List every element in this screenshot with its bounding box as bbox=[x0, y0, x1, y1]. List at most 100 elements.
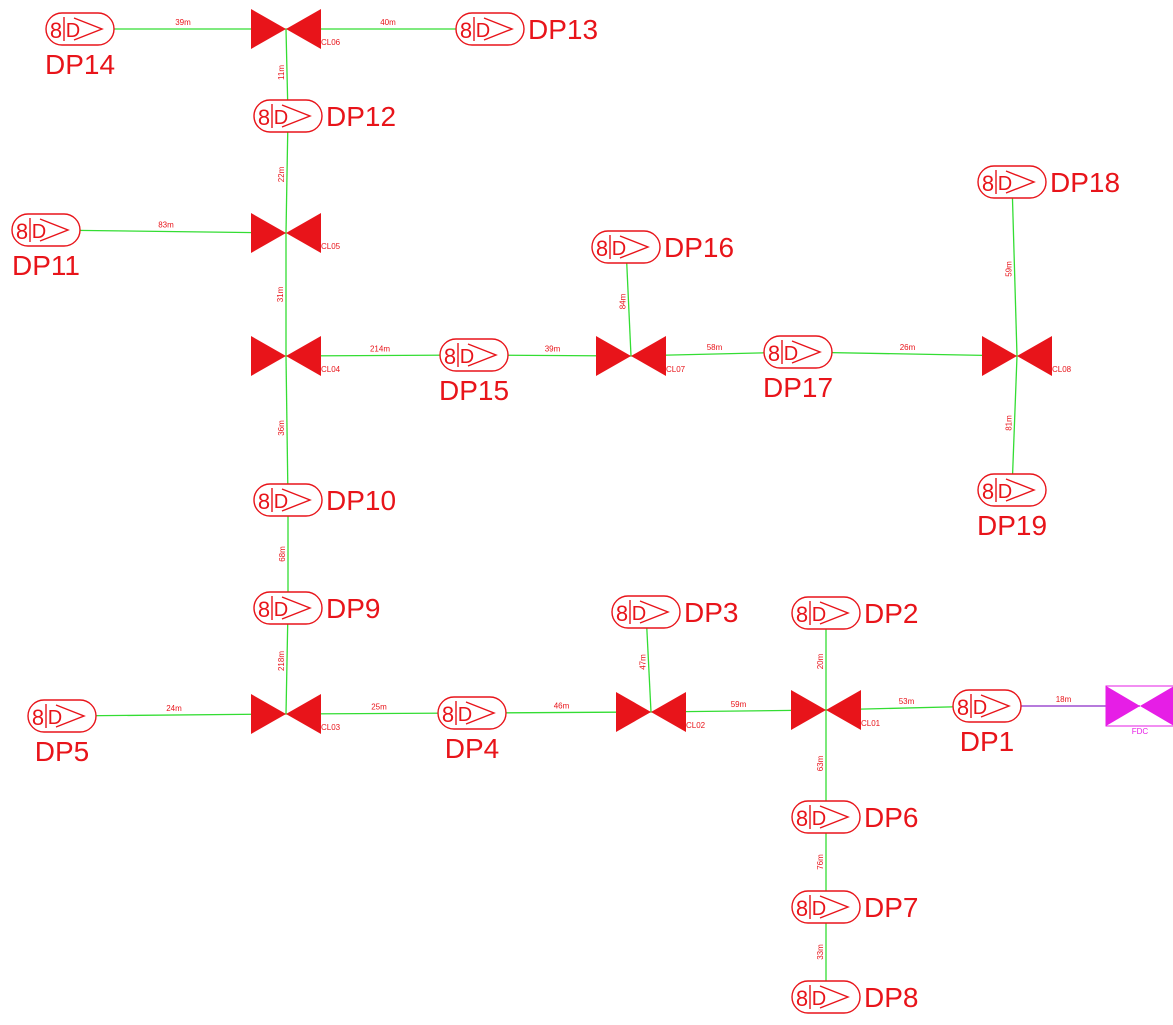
closure-icon bbox=[251, 336, 321, 376]
cl02-closure[interactable]: CL02 bbox=[616, 692, 706, 732]
distribution-point-label: DP14 bbox=[45, 49, 115, 80]
symbol-letter: D bbox=[812, 988, 826, 1010]
closure-icon bbox=[616, 692, 686, 732]
distribution-point-label: DP13 bbox=[528, 14, 598, 45]
pipe-length-label: 68m bbox=[278, 546, 287, 562]
symbol-letter: D bbox=[458, 704, 472, 726]
symbol-letter: D bbox=[274, 491, 288, 513]
fdc-fdc[interactable]: FDC bbox=[1105, 685, 1173, 736]
pipe-length-label: 11m bbox=[277, 65, 286, 80]
symbol-digit: 8 bbox=[16, 219, 28, 244]
distribution-point-label: DP15 bbox=[439, 375, 509, 406]
symbol-digit: 8 bbox=[616, 601, 628, 626]
symbol-letter: D bbox=[274, 107, 288, 129]
symbol-letter: D bbox=[812, 898, 826, 920]
pipe-length-label: 76m bbox=[816, 854, 825, 870]
pipe-length-label: 31m bbox=[276, 286, 285, 302]
pipe-length-label: 83m bbox=[158, 221, 174, 230]
pipe-length-label: 22m bbox=[277, 166, 286, 182]
closure-label: CL02 bbox=[686, 721, 706, 730]
pipe-link: 83m bbox=[45, 221, 287, 234]
pipe-length-label: 33m bbox=[816, 944, 825, 960]
pipe-line bbox=[1011, 355, 1018, 491]
closure-label: CL04 bbox=[321, 365, 341, 374]
pipe-length-label: 39m bbox=[545, 345, 561, 354]
closure-icon bbox=[251, 9, 321, 49]
pipe-link: 22m bbox=[277, 115, 289, 234]
symbol-digit: 8 bbox=[982, 479, 994, 504]
cl04-closure[interactable]: CL04 bbox=[251, 336, 341, 376]
cl05-closure[interactable]: CL05 bbox=[251, 213, 341, 253]
distribution-point-label: DP16 bbox=[664, 232, 734, 263]
symbol-letter: D bbox=[812, 604, 826, 626]
fdc-icon bbox=[1105, 685, 1173, 727]
symbol-digit: 8 bbox=[957, 695, 969, 720]
distribution-point-label: DP7 bbox=[864, 892, 918, 923]
cl01-closure[interactable]: CL01 bbox=[791, 690, 881, 730]
symbol-digit: 8 bbox=[258, 489, 270, 514]
closure-label: CL05 bbox=[321, 242, 341, 251]
pipe-line bbox=[797, 351, 1018, 357]
distribution-point-label: DP10 bbox=[326, 485, 396, 516]
symbol-digit: 8 bbox=[768, 341, 780, 366]
symbol-letter: D bbox=[973, 697, 987, 719]
cl03-closure[interactable]: CL03 bbox=[251, 694, 341, 734]
symbol-letter: D bbox=[274, 599, 288, 621]
cl08-closure[interactable]: CL08 bbox=[982, 336, 1072, 376]
cl07-closure[interactable]: CL07 bbox=[596, 336, 686, 376]
distribution-point-label: DP18 bbox=[1050, 167, 1120, 198]
pipe-length-label: 53m bbox=[899, 697, 915, 706]
symbol-letter: D bbox=[32, 221, 46, 243]
distribution-point-label: DP12 bbox=[326, 101, 396, 132]
closure-label: CL03 bbox=[321, 723, 341, 732]
pipe-length-label: 24m bbox=[166, 704, 182, 713]
pipe-line bbox=[285, 355, 289, 501]
closure-label: CL08 bbox=[1052, 365, 1072, 374]
closure-icon bbox=[791, 690, 861, 730]
closure-label: CL07 bbox=[666, 365, 686, 374]
distribution-point-label: DP4 bbox=[445, 733, 499, 764]
closure-icon bbox=[596, 336, 666, 376]
symbol-digit: 8 bbox=[442, 702, 454, 727]
distribution-point-label: DP6 bbox=[864, 802, 918, 833]
pipe-length-label: 20m bbox=[816, 653, 825, 669]
symbol-digit: 8 bbox=[32, 705, 44, 730]
pipe-length-label: 25m bbox=[371, 703, 387, 712]
pipe-length-label: 40m bbox=[380, 18, 396, 27]
closure-icon bbox=[251, 213, 321, 253]
distribution-point-label: DP1 bbox=[960, 726, 1014, 757]
cl06-closure[interactable]: CL06 bbox=[251, 9, 341, 49]
